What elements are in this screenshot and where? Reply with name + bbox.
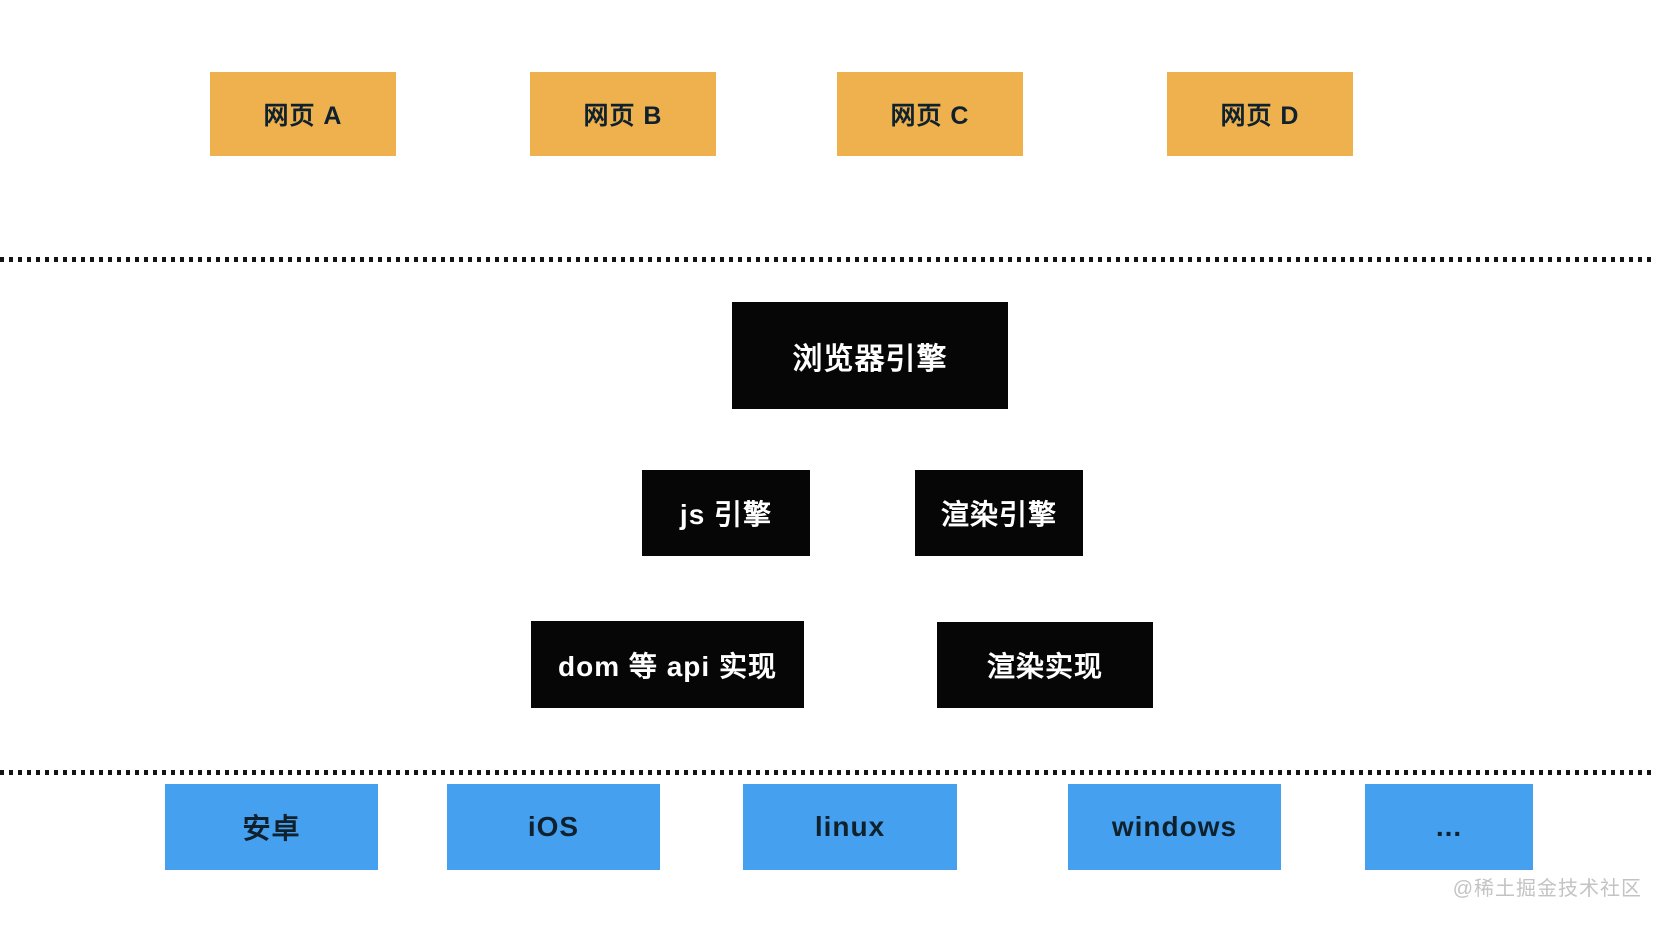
node-render-engine: 渲染引擎 xyxy=(915,470,1083,556)
node-webpage-c: 网页 C xyxy=(837,72,1023,156)
node-platform-windows: windows xyxy=(1068,784,1281,870)
node-render-implementation: 渲染实现 xyxy=(937,622,1153,708)
node-platform-ios: iOS xyxy=(447,784,660,870)
node-browser-engine: 浏览器引擎 xyxy=(732,302,1008,409)
node-platform-linux: linux xyxy=(743,784,957,870)
node-webpage-d: 网页 D xyxy=(1167,72,1353,156)
separator-line-bottom xyxy=(0,770,1656,775)
node-platform-android: 安卓 xyxy=(165,784,378,870)
separator-line-top xyxy=(0,257,1656,262)
node-dom-api-implementation: dom 等 api 实现 xyxy=(531,621,804,708)
node-webpage-a: 网页 A xyxy=(210,72,396,156)
node-js-engine: js 引擎 xyxy=(642,470,810,556)
node-webpage-b: 网页 B xyxy=(530,72,716,156)
node-platform-more: ... xyxy=(1365,784,1533,870)
watermark: @稀土掘金技术社区 xyxy=(1452,878,1642,900)
